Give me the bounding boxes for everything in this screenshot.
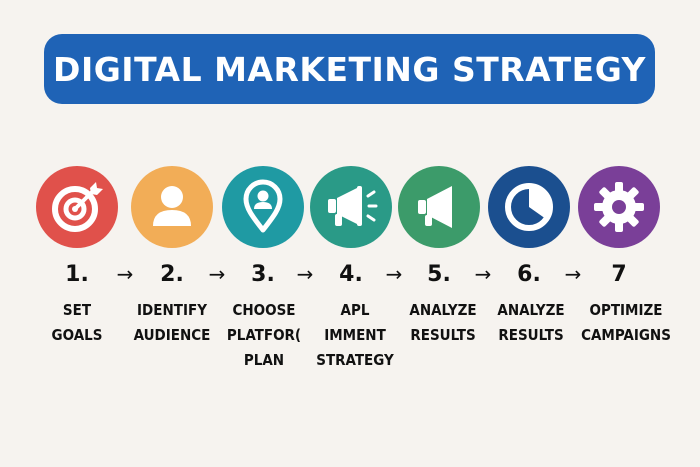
step-1-icon-circle	[36, 166, 118, 248]
step-4-label-line: STRATEGY	[316, 351, 394, 369]
step-6-number: 6.	[517, 262, 541, 287]
step-3-label: CHOOSE PLATFOR( PLAN	[222, 298, 306, 373]
step-5-label-line: ANALYZE	[409, 301, 477, 319]
step-7-icon-circle	[578, 166, 660, 248]
step-6-label-line: ANALYZE	[497, 301, 565, 319]
step-7-number: 7	[611, 262, 627, 287]
step-1-number: 1.	[65, 262, 89, 287]
step-3-number: 3.	[251, 262, 275, 287]
pie-chart-icon	[488, 166, 570, 248]
step-5-icon-circle	[398, 166, 480, 248]
step-2-label-line: AUDIENCE	[133, 326, 211, 344]
step-4-label-line: IMMENT	[324, 326, 386, 344]
arrow-right-icon: →	[116, 262, 134, 286]
arrow-right-icon: →	[564, 262, 582, 286]
step-3-label-line: CHOOSE	[232, 301, 296, 319]
step-3-label-line: PLATFOR(	[226, 326, 302, 344]
step-4-label: APL IMMENT STRATEGY	[312, 298, 398, 373]
step-5-label: ANALYZE RESULTS	[400, 298, 486, 348]
title-banner: DIGITAL MARKETING STRATEGY	[44, 34, 655, 104]
step-2-number: 2.	[160, 262, 184, 287]
step-2-label-line: IDENTIFY	[137, 301, 207, 319]
person-icon	[131, 166, 213, 248]
step-4-number: 4.	[339, 262, 363, 287]
step-4-icon-circle	[310, 166, 392, 248]
step-3-label-line: PLAN	[243, 351, 285, 369]
arrow-right-icon: →	[208, 262, 226, 286]
arrow-right-icon: →	[385, 262, 403, 286]
step-1-label-line: SET	[62, 301, 92, 319]
step-1-label: SET GOALS	[31, 298, 123, 348]
location-pin-icon	[222, 166, 304, 248]
step-1-label-line: GOALS	[51, 326, 103, 344]
step-5-label-line: RESULTS	[410, 326, 476, 344]
step-7-label: OPTIMIZE CAMPAIGNS	[576, 298, 676, 348]
step-2-icon-circle	[131, 166, 213, 248]
step-3-icon-circle	[222, 166, 304, 248]
page-title: DIGITAL MARKETING STRATEGY	[53, 49, 646, 89]
step-6-label-line: RESULTS	[498, 326, 564, 344]
arrow-right-icon: →	[296, 262, 314, 286]
step-2-label: IDENTIFY AUDIENCE	[126, 298, 218, 348]
megaphone-icon	[398, 166, 480, 248]
target-icon	[36, 166, 118, 248]
step-5-number: 5.	[427, 262, 451, 287]
step-4-label-line: APL	[340, 301, 370, 319]
step-7-label-line: CAMPAIGNS	[581, 326, 671, 344]
step-6-label: ANALYZE RESULTS	[488, 298, 574, 348]
gear-icon	[578, 166, 660, 248]
megaphone-icon	[310, 166, 392, 248]
step-6-icon-circle	[488, 166, 570, 248]
arrow-right-icon: →	[474, 262, 492, 286]
step-7-label-line: OPTIMIZE	[589, 301, 663, 319]
